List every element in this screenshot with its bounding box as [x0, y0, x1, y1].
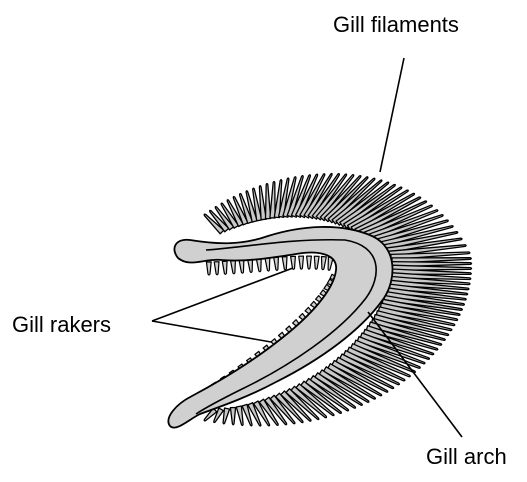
gill-raker	[248, 259, 253, 272]
gill-raker	[239, 260, 244, 273]
gill-raker	[222, 261, 227, 274]
label-gill-arch: Gill arch	[426, 446, 507, 468]
gill-raker	[256, 259, 261, 272]
gill-filament	[236, 406, 243, 426]
gill-raker	[291, 256, 296, 269]
label-gill-rakers: Gill rakers	[12, 314, 111, 336]
gill-raker	[282, 257, 287, 270]
gill-raker	[274, 257, 279, 270]
filaments-leader-line	[380, 58, 404, 172]
gill-raker	[307, 256, 312, 269]
gill-raker	[322, 257, 327, 270]
gill-filament	[230, 408, 235, 425]
gill-raker	[299, 256, 304, 269]
gill-raker	[214, 262, 219, 275]
gill-raker	[314, 256, 319, 269]
rakers-leader-line-upper	[152, 268, 293, 321]
gill-raker	[231, 261, 236, 274]
gill-filament	[270, 181, 275, 218]
gill-raker	[206, 262, 211, 275]
rakers-leader-line-lower	[152, 321, 271, 342]
label-gill-filaments: Gill filaments	[333, 14, 459, 36]
gill-filament	[223, 408, 230, 424]
gill-raker	[265, 258, 270, 271]
